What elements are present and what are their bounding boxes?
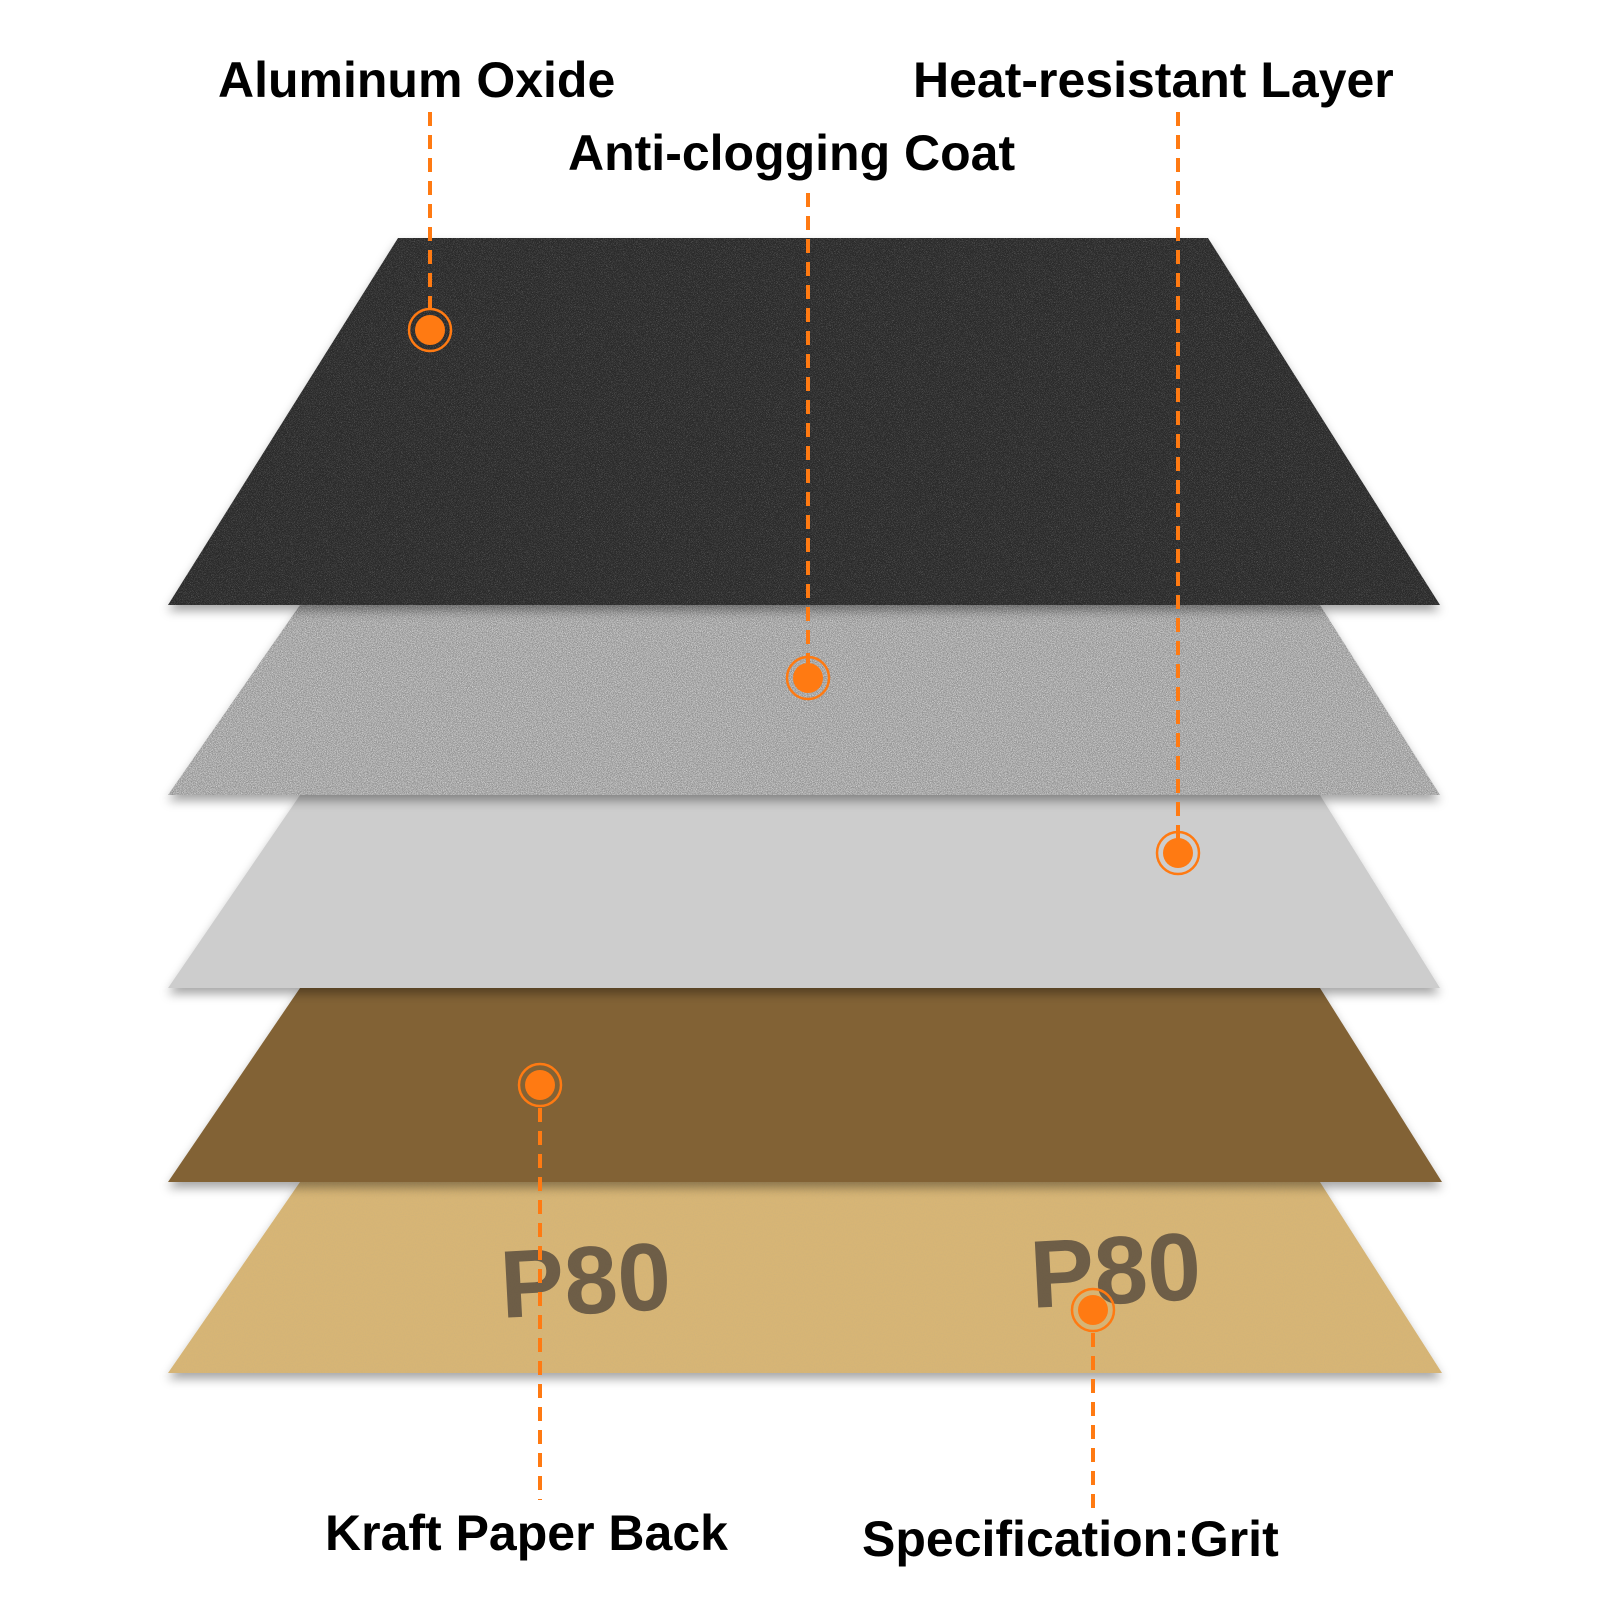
target-dot-icon (785, 655, 831, 701)
label-kraft-paper-back: Kraft Paper Back (325, 1505, 728, 1561)
label-heat-resistant-layer: Heat-resistant Layer (913, 52, 1394, 108)
target-dot-icon (517, 1062, 563, 1108)
target-dot-icon (1070, 1287, 1116, 1333)
grit-print-right: P80 (1027, 1213, 1203, 1329)
leader-lines (428, 112, 1180, 1508)
label-anti-clogging-coat: Anti-clogging Coat (568, 125, 1015, 181)
aluminum-oxide-layer (168, 238, 1440, 605)
label-aluminum-oxide: Aluminum Oxide (218, 52, 615, 108)
heat-resistant-layer (168, 795, 1440, 988)
target-dot-icon (1155, 830, 1201, 876)
label-specification-grit: Specification:Grit (862, 1511, 1279, 1567)
target-dot-icon (407, 307, 453, 353)
kraft-dark-layer (168, 988, 1442, 1182)
anti-clogging-layer (168, 605, 1440, 795)
kraft-back-layer (168, 1182, 1442, 1373)
grit-print-left: P80 (497, 1223, 673, 1339)
